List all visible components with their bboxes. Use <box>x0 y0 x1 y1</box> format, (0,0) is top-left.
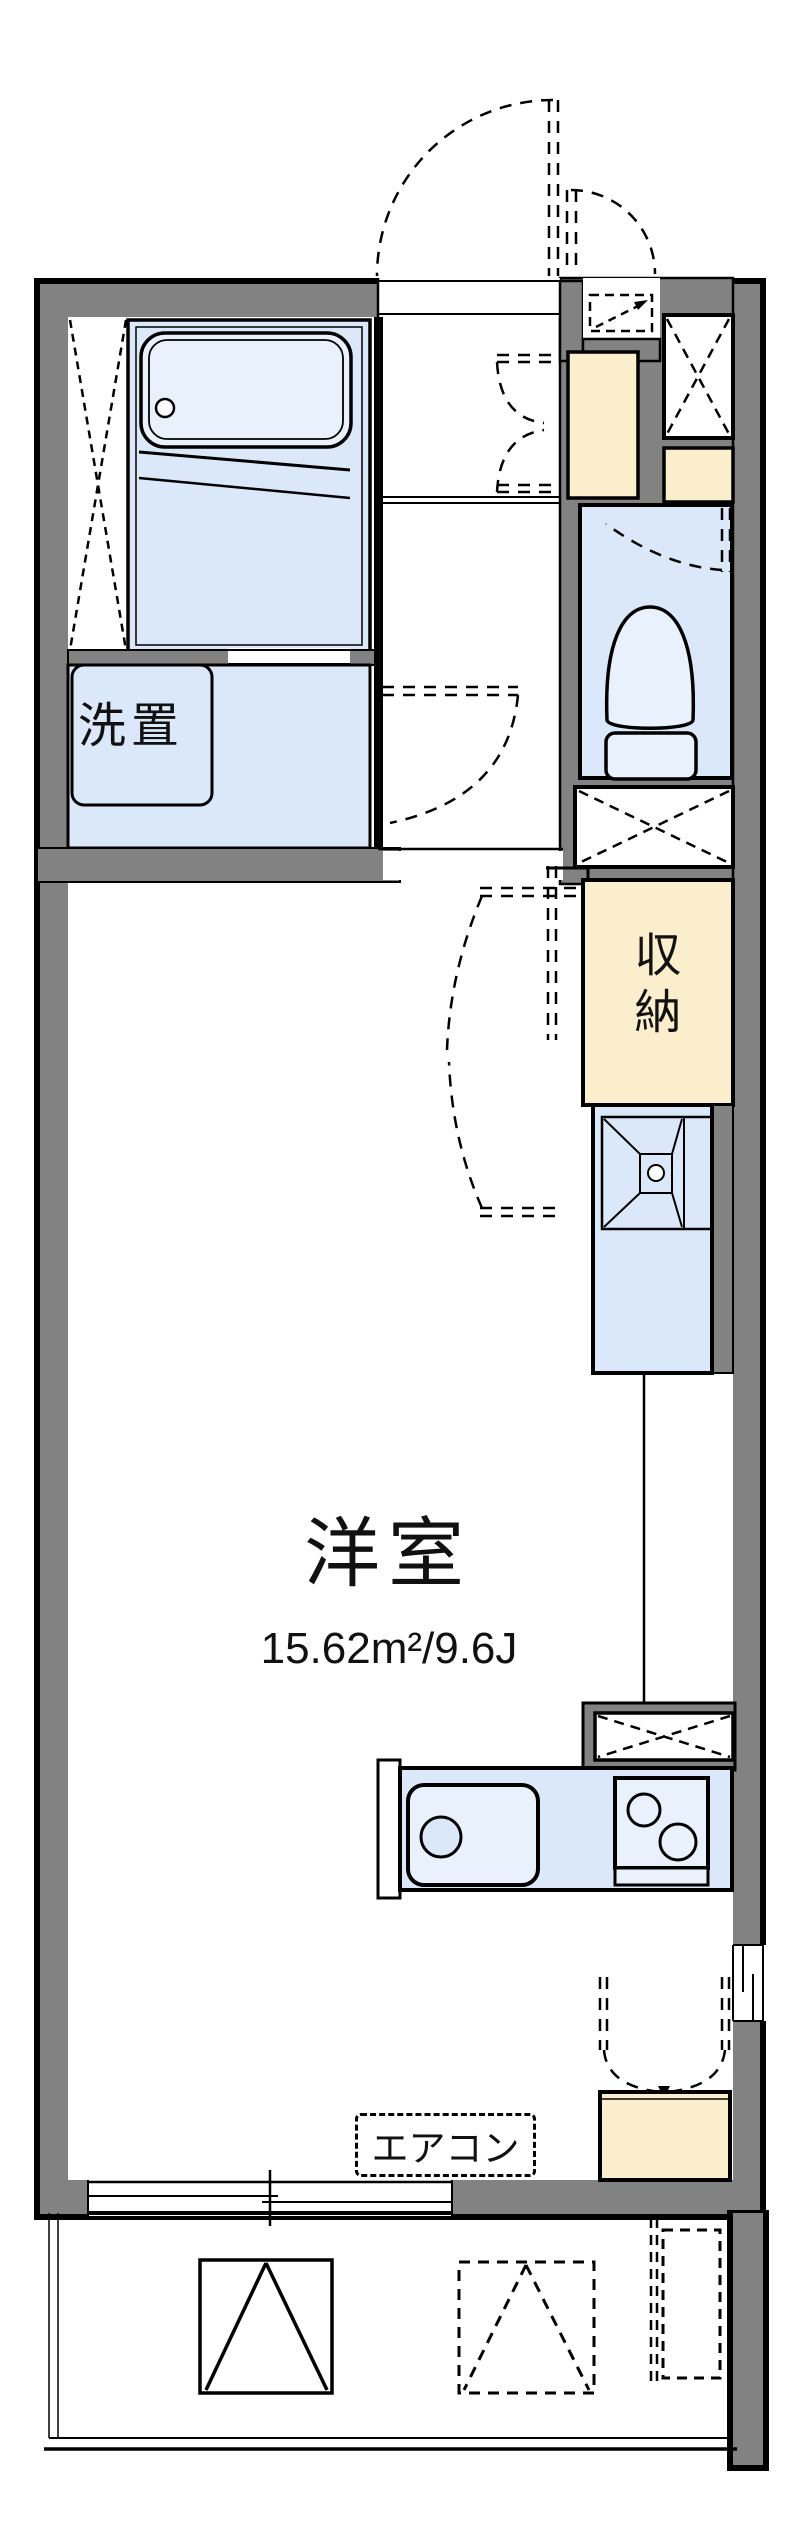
entrance-door-swing <box>375 98 657 277</box>
toilet-door-swing <box>605 508 732 572</box>
balcony-window-mark <box>198 2258 334 2395</box>
toilet <box>604 605 698 781</box>
aircon-label: エアコン <box>371 2128 520 2169</box>
room-area-label: 15.62m²/9.6J <box>260 1624 518 1673</box>
kitchen <box>376 1373 737 1900</box>
water-heater-space <box>649 2218 722 2388</box>
under-closet <box>573 785 735 869</box>
stove <box>613 1776 710 1887</box>
washing-machine-pan <box>600 1115 714 1231</box>
upper-closet <box>662 313 735 440</box>
hall-closet-doors <box>495 353 558 494</box>
storage-doors-swing <box>445 866 590 1218</box>
room-title: 洋室 <box>304 1512 472 1597</box>
hall-closet <box>566 350 640 500</box>
bathroom <box>67 318 379 667</box>
washstand <box>70 663 214 807</box>
storage-label: 収納 <box>627 930 681 1044</box>
bottom-storage <box>598 1977 732 2182</box>
toilet-room <box>578 503 734 781</box>
washroom <box>36 317 563 883</box>
side-window <box>730 1944 766 2022</box>
kitchen-sink <box>406 1783 540 1887</box>
washing-machine-space <box>591 1103 734 1375</box>
balcony-window-mark-dashed <box>457 2260 596 2395</box>
washroom-label: 洗置 <box>78 700 185 753</box>
balcony <box>44 2213 737 2451</box>
bathtub <box>138 331 353 500</box>
meter-box <box>662 446 735 504</box>
hall <box>382 353 560 825</box>
range-hood <box>581 1701 737 1772</box>
aircon-box: エアコン <box>355 2113 536 2177</box>
washroom-door-swing <box>382 685 520 825</box>
balcony-window <box>87 2170 453 2226</box>
shoe-cabinet <box>588 293 654 333</box>
entrance <box>376 278 662 363</box>
